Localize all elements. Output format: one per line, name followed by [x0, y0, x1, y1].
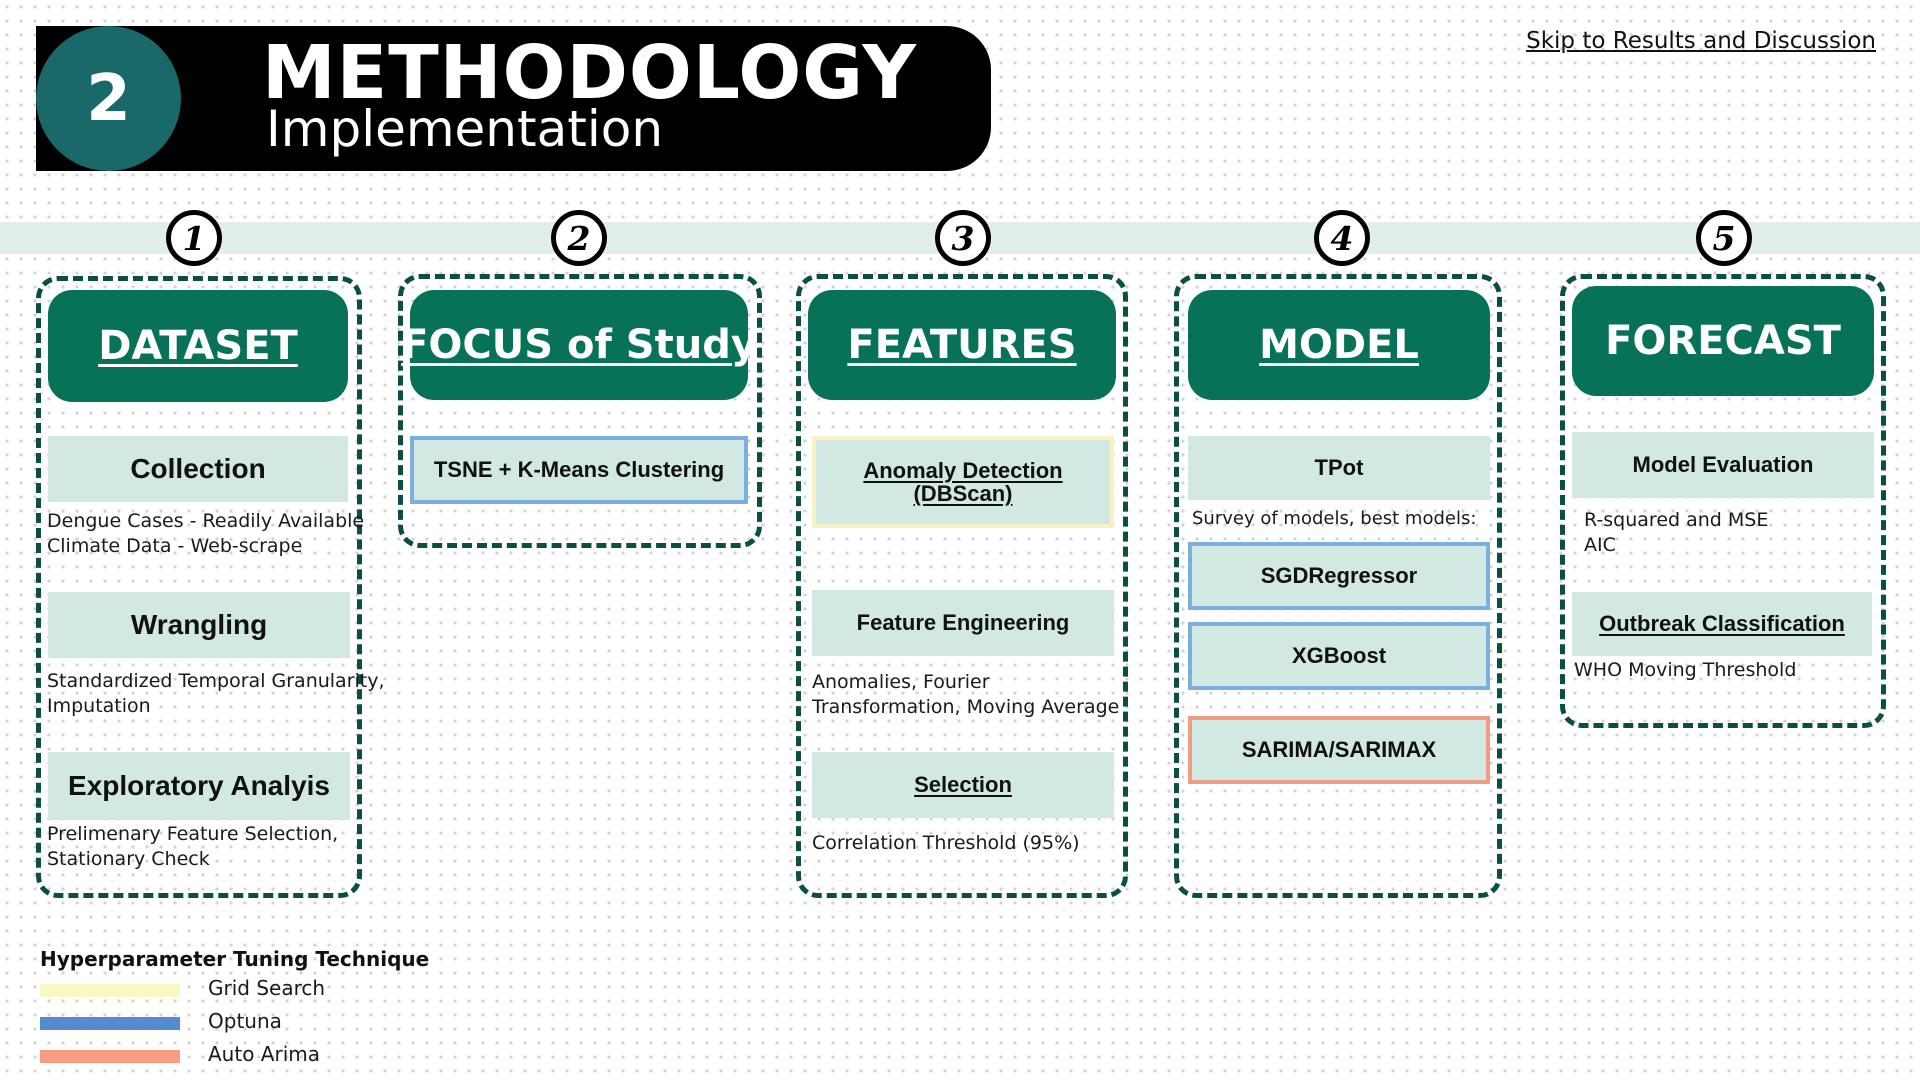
model-survey-note: Survey of models, best models: [1192, 506, 1476, 531]
legend-label: Auto Arima [208, 1042, 320, 1066]
exploratory-box: Exploratory Analyis [48, 752, 350, 820]
step-2-badge: 2 [551, 210, 607, 266]
dataset-header: DATASET [48, 290, 348, 402]
legend-swatch [40, 984, 180, 997]
selection-notes: Correlation Threshold (95%) [812, 831, 1080, 856]
model-header: MODEL [1188, 290, 1490, 400]
dataset-title: DATASET [98, 323, 298, 369]
legend-title: Hyperparameter Tuning Technique [40, 947, 430, 971]
collection-note: Dengue Cases - Readily Available [47, 510, 365, 532]
outbreak-classification-note: WHO Moving Threshold [1574, 659, 1797, 681]
exploratory-note: Prelimenary Feature Selection, [47, 823, 339, 845]
dataset-column [36, 276, 362, 898]
collection-box: Collection [48, 436, 348, 502]
sgdregressor-box: SGDRegressor [1188, 542, 1490, 610]
feature-engineering-note: Transformation, Moving Average [812, 696, 1120, 718]
forecast-header: FORECAST [1572, 286, 1874, 396]
tsne-kmeans-box: TSNE + K-Means Clustering [410, 436, 748, 504]
wrangling-note: Standardized Temporal Granularity, [47, 670, 385, 692]
anomaly-detection-box: Anomaly Detection (DBScan) [812, 436, 1114, 528]
model-title: MODEL [1259, 322, 1419, 368]
feature-engineering-label: Feature Engineering [856, 610, 1070, 636]
model-evaluation-note: R-squared and MSE [1584, 509, 1769, 531]
exploratory-note: Stationary Check [47, 848, 210, 870]
step-1-badge: 1 [166, 210, 222, 266]
model-evaluation-notes: R-squared and MSE AIC [1584, 508, 1768, 558]
xgboost-box: XGBoost [1188, 622, 1490, 690]
skip-to-results-link[interactable]: Skip to Results and Discussion [1526, 28, 1876, 54]
outbreak-classification-label: Outbreak Classification [1599, 611, 1845, 637]
selection-note: Correlation Threshold (95%) [812, 832, 1080, 854]
wrangling-note: Imputation [47, 695, 151, 717]
survey-note: Survey of models, best models: [1192, 508, 1477, 529]
model-evaluation-box: Model Evaluation [1572, 432, 1874, 498]
feature-engineering-note: Anomalies, Fourier [812, 671, 990, 693]
feature-engineering-box: Feature Engineering [812, 590, 1114, 656]
step-4-badge: 4 [1314, 210, 1370, 266]
legend-label: Grid Search [208, 976, 326, 1000]
section-number: 2 [86, 61, 131, 136]
wrangling-box: Wrangling [48, 592, 350, 658]
tsne-kmeans-label: TSNE + K-Means Clustering [433, 457, 725, 483]
features-column [796, 274, 1128, 898]
sarima-box: SARIMA/SARIMAX [1188, 716, 1490, 784]
focus-column [398, 274, 762, 548]
step-5-badge: 5 [1696, 210, 1752, 266]
forecast-title: FORECAST [1605, 318, 1841, 364]
collection-notes: Dengue Cases - Readily Available Climate… [47, 509, 364, 559]
selection-label: Selection [914, 772, 1012, 798]
xgboost-label: XGBoost [1291, 643, 1387, 669]
model-column [1174, 274, 1502, 898]
collection-label: Collection [130, 453, 266, 485]
sarima-label: SARIMA/SARIMAX [1241, 737, 1437, 763]
exploratory-notes: Prelimenary Feature Selection, Stationar… [47, 822, 338, 872]
header-banner [36, 26, 991, 171]
page-title: METHODOLOGY [262, 30, 917, 116]
focus-header: FOCUS of Study [401, 290, 757, 400]
features-title: FEATURES [847, 322, 1077, 368]
selection-box: Selection [812, 752, 1114, 818]
exploratory-label: Exploratory Analyis [68, 770, 330, 802]
outbreak-classification-notes: WHO Moving Threshold [1574, 658, 1796, 683]
tpot-box: TPot [1188, 436, 1490, 500]
anomaly-detection-method: (DBScan) [913, 481, 1013, 506]
focus-title: FOCUS of Study [401, 322, 757, 368]
legend-swatch [40, 1050, 180, 1063]
forecast-column [1560, 274, 1886, 728]
collection-note: Climate Data - Web-scrape [47, 535, 303, 557]
sgdregressor-label: SGDRegressor [1260, 563, 1418, 589]
feature-engineering-notes: Anomalies, Fourier Transformation, Movin… [812, 670, 1119, 720]
page-subtitle: Implementation [266, 100, 664, 158]
section-number-badge: 2 [36, 26, 181, 171]
legend-swatch [40, 1017, 180, 1030]
model-evaluation-label: Model Evaluation [1632, 452, 1814, 478]
model-evaluation-note: AIC [1584, 534, 1616, 556]
tpot-label: TPot [1314, 455, 1364, 481]
legend-label: Optuna [208, 1009, 282, 1033]
anomaly-detection-label: Anomaly Detection [863, 457, 1063, 483]
step-3-badge: 3 [935, 210, 991, 266]
wrangling-label: Wrangling [130, 609, 268, 641]
outbreak-classification-box: Outbreak Classification [1572, 592, 1872, 656]
features-header: FEATURES [808, 290, 1116, 400]
wrangling-notes: Standardized Temporal Granularity, Imput… [47, 669, 385, 719]
